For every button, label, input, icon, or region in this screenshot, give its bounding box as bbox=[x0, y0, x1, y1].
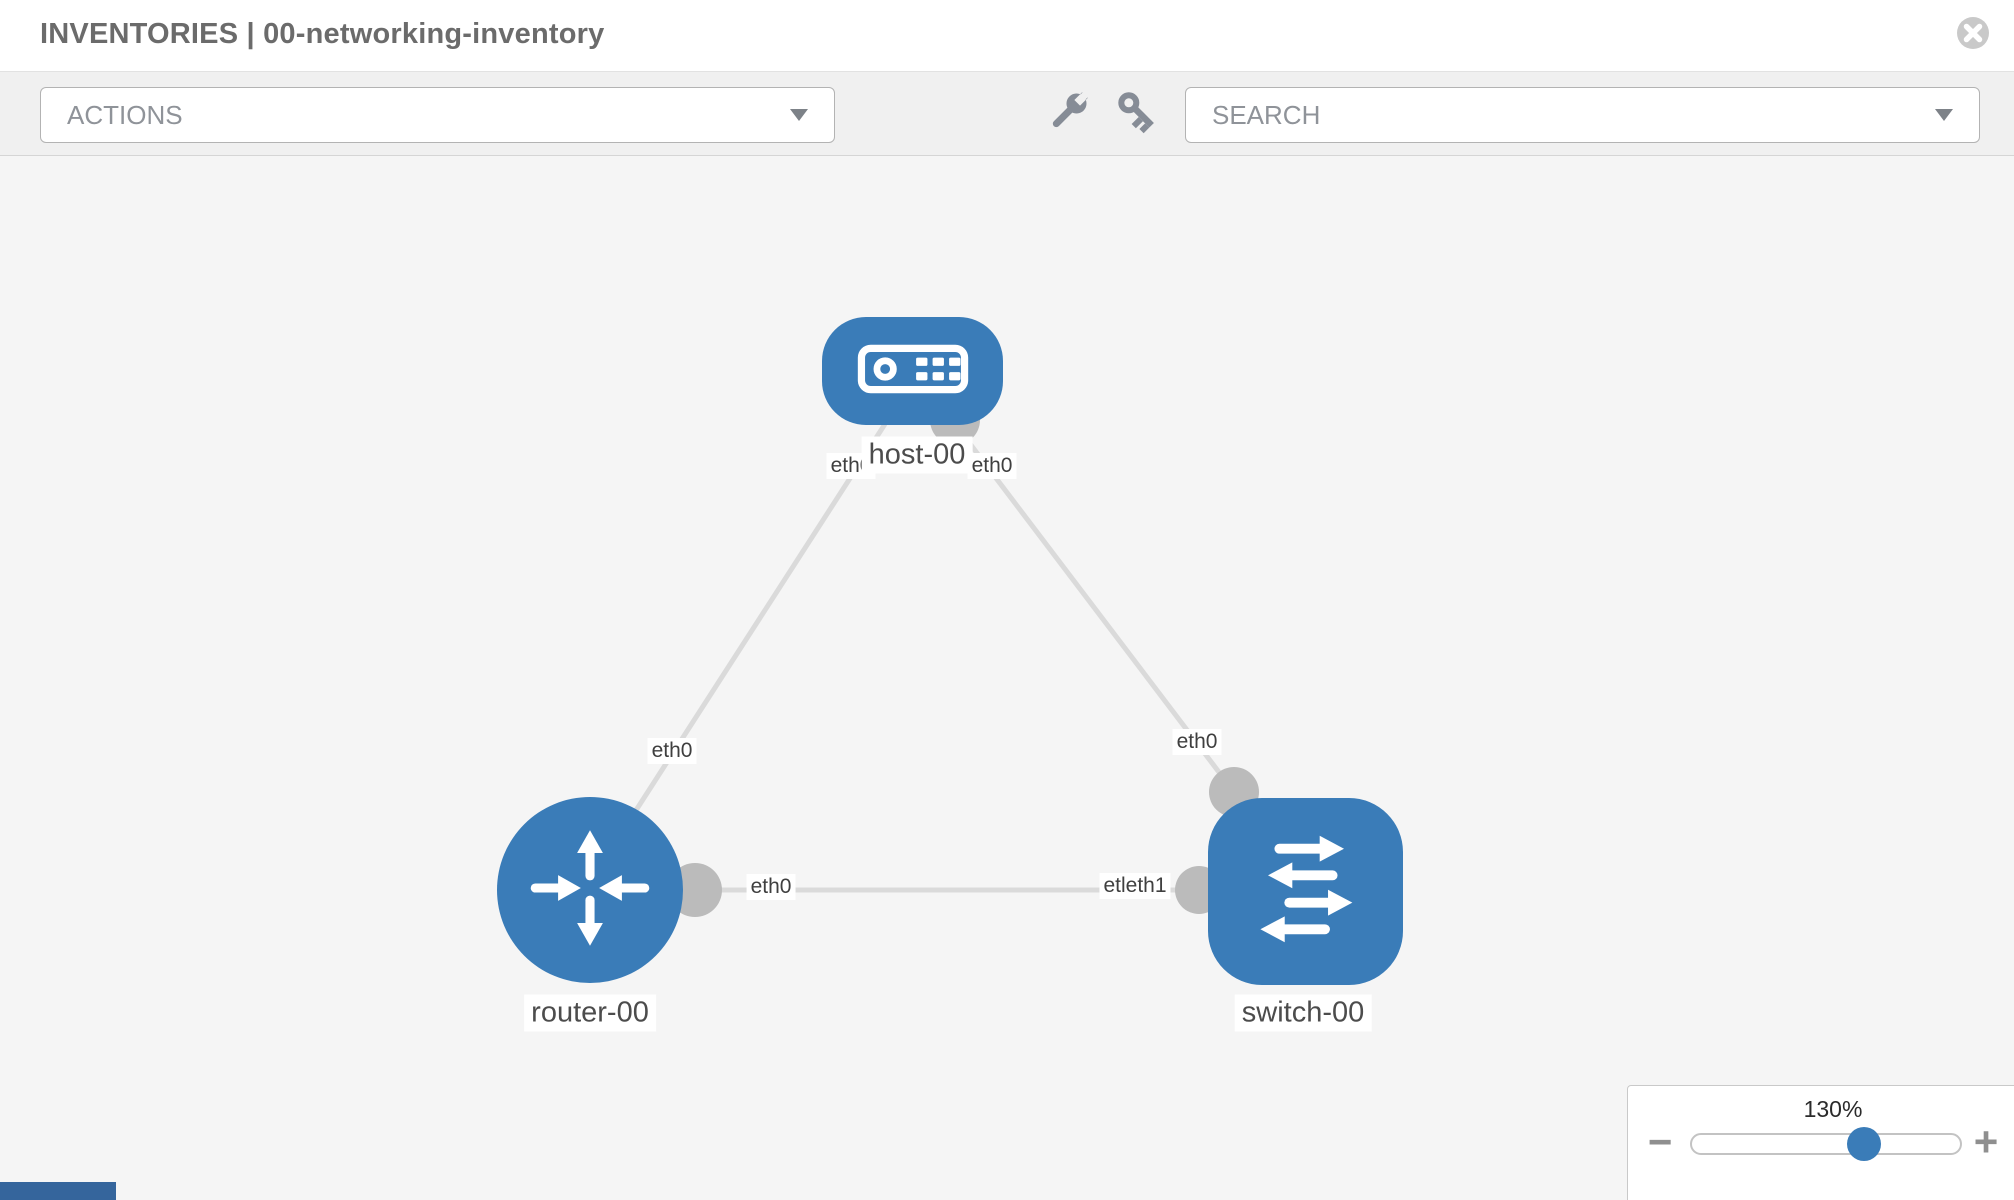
node-label-switch: switch-00 bbox=[1234, 994, 1372, 1032]
interface-label: eth0 bbox=[967, 453, 1017, 479]
node-router-00[interactable] bbox=[497, 797, 683, 983]
interface-label: etleth1 bbox=[1099, 873, 1171, 899]
zoom-in-button[interactable]: + bbox=[1966, 1119, 2006, 1165]
host-icon bbox=[848, 336, 978, 407]
actions-dropdown[interactable]: ACTIONS bbox=[40, 87, 835, 143]
partial-blue-element bbox=[0, 1182, 116, 1200]
topology-canvas[interactable]: eth0 host-00 eth0 eth0 eth0 eth0 etleth1… bbox=[0, 156, 2014, 1200]
chevron-down-icon bbox=[790, 109, 808, 121]
zoom-control-panel: 130% − + bbox=[1627, 1085, 2014, 1200]
switch-icon-node[interactable] bbox=[1208, 798, 1403, 985]
interface-label: eth0 bbox=[746, 874, 796, 900]
links-layer bbox=[619, 395, 1259, 917]
router-icon bbox=[514, 812, 666, 969]
key-icon bbox=[1114, 92, 1162, 139]
close-button[interactable] bbox=[1956, 16, 1990, 50]
breadcrumb-header: INVENTORIES | 00-networking-inventory bbox=[0, 0, 2014, 72]
interface-label: eth0 bbox=[1172, 729, 1222, 755]
search-dropdown[interactable]: SEARCH bbox=[1185, 87, 1980, 143]
zoom-out-button[interactable]: − bbox=[1640, 1119, 1680, 1165]
key-button[interactable] bbox=[1114, 88, 1162, 136]
search-dropdown-label: SEARCH bbox=[1212, 99, 1321, 130]
page-title: INVENTORIES | 00-networking-inventory bbox=[40, 18, 605, 50]
toolbar: ACTIONS S bbox=[0, 72, 2014, 156]
wrench-button[interactable] bbox=[1044, 88, 1092, 136]
zoom-slider-track[interactable] bbox=[1690, 1133, 1962, 1155]
node-label-host: host-00 bbox=[861, 436, 973, 474]
wrench-icon bbox=[1044, 91, 1092, 139]
chevron-down-icon bbox=[1935, 109, 1953, 121]
node-host-00[interactable] bbox=[822, 317, 1003, 425]
interface-label: eth0 bbox=[647, 738, 697, 764]
switch-icon bbox=[1230, 813, 1382, 970]
zoom-slider-handle[interactable] bbox=[1847, 1127, 1881, 1161]
close-icon bbox=[1956, 17, 1990, 53]
link-host-router bbox=[619, 422, 888, 834]
node-label-router: router-00 bbox=[524, 994, 656, 1032]
zoom-level-label: 130% bbox=[1803, 1096, 1863, 1122]
actions-dropdown-label: ACTIONS bbox=[67, 99, 183, 130]
